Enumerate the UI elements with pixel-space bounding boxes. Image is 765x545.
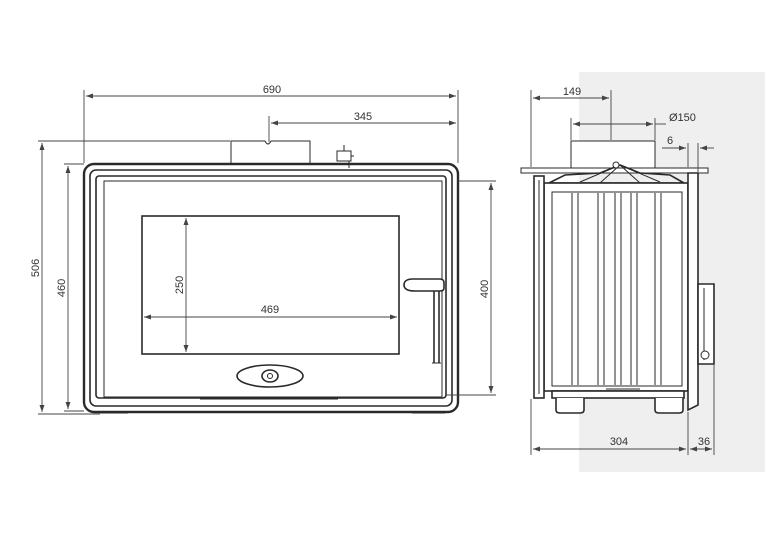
air-control-knob [261, 369, 279, 383]
dim-frame-depth: 36 [698, 436, 710, 448]
flue-collar [230, 140, 311, 164]
dim-overall-height: 506 [30, 259, 42, 277]
dim-half-width: 345 [354, 111, 372, 123]
frame-inner-edge [89, 169, 453, 407]
side-body [543, 182, 689, 392]
dim-flue-diameter: Ø150 [669, 112, 696, 124]
dim-body-depth: 304 [610, 436, 628, 448]
front-view: 690 345 506 460 400 250 469 [30, 84, 496, 415]
side-handle [697, 283, 715, 365]
side-ribs [571, 193, 662, 385]
door-handle [403, 278, 445, 364]
side-flue-collar [570, 140, 656, 168]
dim-flue-offset: 149 [563, 86, 581, 98]
side-base [551, 390, 685, 399]
outer-frame [82, 162, 460, 414]
dim-frame-height: 460 [56, 279, 68, 297]
dim-frame-thickness: 6 [667, 135, 673, 147]
glass-window [141, 215, 400, 355]
dim-glass-width: 469 [261, 304, 279, 316]
side-view: 149 Ø150 6 304 36 [520, 72, 765, 472]
air-control-slot [236, 364, 304, 388]
side-back-plate [687, 172, 699, 412]
dim-overall-width: 690 [263, 84, 281, 96]
side-foot-front [555, 398, 585, 414]
dim-door-height: 400 [479, 280, 491, 298]
door [95, 175, 447, 399]
side-foot-back [654, 398, 684, 414]
dim-glass-height: 250 [174, 276, 186, 294]
